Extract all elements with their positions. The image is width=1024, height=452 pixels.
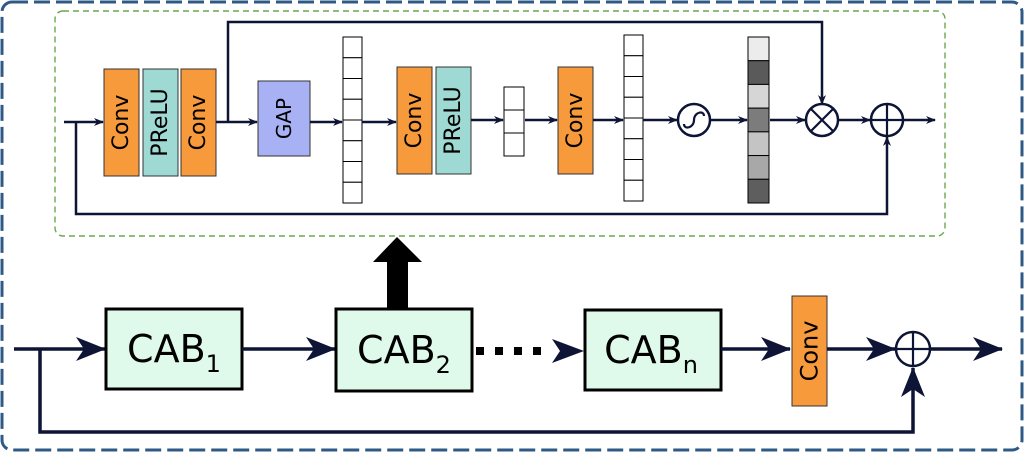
outer-conv-label: Conv [796,321,824,382]
sigmoid-icon [676,102,712,138]
vector-cell [623,179,644,202]
inner-prelu-1-label: PReLU [148,88,173,156]
vector-cell [747,178,770,204]
multiply-circle-icon [804,102,840,138]
gap-label: GAP [272,98,296,139]
outer-conv: Conv [791,295,828,407]
arrow-into-cabn [552,339,584,363]
inner-residual-path [74,122,891,216]
gap-block: GAP [257,80,311,157]
inner-conv-1-label: Conv [109,95,134,151]
vector-cell [623,159,644,181]
vector-cell [747,131,770,157]
vector-cell [747,155,770,180]
cab-detail-group [54,10,946,237]
vector-cell [342,119,363,142]
vector-cell [342,57,363,79]
add-circle-icon [869,102,905,138]
vector-cell [747,83,770,109]
vector-cell [342,36,363,59]
channel-weights [747,36,770,204]
inner-prelu-1: PReLU [142,68,179,177]
outer-add-circle-icon [894,330,932,368]
vector-cell [503,109,525,134]
vector-cell [342,98,363,121]
inner-conv-3-label: Conv [402,93,427,149]
inner-conv-4: Conv [557,66,594,175]
cab-2-label: CAB [357,328,436,372]
vector-cell [747,107,770,133]
vector-cell [503,132,525,157]
outer-residual-path [38,349,925,434]
inner-conv-2-label: Conv [186,95,211,151]
cab-1-subscript: 1 [206,350,221,378]
vector-cell [342,161,363,183]
inner-conv-1: Conv [103,68,140,177]
vector-cell [747,36,770,62]
cab-n-label: CAB [604,328,683,372]
vector-cell [503,86,525,111]
vector-cell [623,138,644,160]
cab-2-subscript: 2 [436,351,451,379]
cab-1-label: CAB [127,327,206,371]
inner-prelu-2-label: PReLU [441,86,466,154]
vector-cell [342,181,363,204]
cab-1-block: CAB1 [104,307,244,391]
cab-n-block: CABn [583,308,723,392]
vector-cell [623,117,644,140]
feature-vector-1 [342,36,363,204]
cab-2-block: CAB2 [334,307,474,393]
squeezed-vector [503,86,525,157]
inner-conv-4-label: Conv [563,93,588,149]
svg-text:CABn: CABn [604,328,698,379]
vector-cell [623,55,644,77]
vector-cell [623,76,644,98]
vector-cell [623,34,644,57]
vector-cell [623,96,644,119]
vector-cell [747,60,770,85]
expand-arrow-icon [373,237,422,309]
attention-skip-path [226,20,826,122]
vector-cell [342,140,363,162]
svg-text:CAB1: CAB1 [127,327,221,378]
svg-text:CAB2: CAB2 [357,328,451,379]
feature-vector-2 [623,34,644,202]
inner-prelu-2: PReLU [435,66,472,175]
vector-cell [342,78,363,100]
cab-n-subscript: n [683,351,698,379]
inner-conv-3: Conv [396,66,433,175]
inner-conv-2: Conv [180,68,217,177]
